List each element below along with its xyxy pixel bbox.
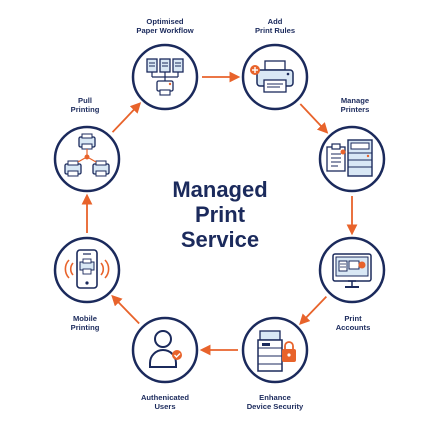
cycle-nodes: [53, 43, 386, 384]
manage-printers-icon: [326, 139, 373, 177]
node-add-print-rules: [241, 43, 309, 111]
label-device-security: Enhance Device Security: [246, 393, 304, 411]
node-pull-printing: [53, 125, 121, 193]
connector-arrow: [299, 103, 329, 134]
title-line-2: Print: [194, 202, 246, 227]
label-paper-workflow: Optimised Paper Workflow: [136, 17, 194, 35]
label-mobile-printing: Mobile Printing: [70, 314, 100, 332]
title-line-1: Managed: [172, 177, 268, 202]
title-line-3: Service: [180, 227, 260, 252]
connector-arrow: [299, 296, 327, 326]
node-device-security: [241, 316, 309, 384]
label-add-print-rules: Add Print Rules: [254, 17, 296, 35]
label-authenticated-users: Authenicated Users: [140, 393, 190, 411]
node-mobile-printing: [53, 236, 121, 304]
print-accounts-icon: [332, 253, 372, 288]
node-manage-printers: [318, 125, 386, 193]
node-authenticated-users: [131, 316, 199, 384]
label-print-accounts: Print Accounts: [335, 314, 371, 332]
pull-printing-icon: [64, 133, 110, 177]
label-manage-printers: Manage Printers: [340, 96, 370, 114]
cycle-connectors: [81, 71, 358, 356]
diagram-title: Managed Print Service: [140, 177, 300, 252]
paper-workflow-icon: [146, 58, 184, 96]
connector-arrow: [111, 102, 142, 133]
label-pull-printing: Pull Printing: [70, 96, 100, 114]
device-security-icon: [257, 330, 296, 372]
add-print-rules-icon: [250, 60, 294, 93]
node-paper-workflow: [131, 43, 199, 111]
node-print-accounts: [318, 236, 386, 304]
mobile-printing-icon: [64, 249, 110, 289]
authenticated-user-icon: [149, 330, 182, 368]
connector-arrow: [111, 294, 140, 325]
